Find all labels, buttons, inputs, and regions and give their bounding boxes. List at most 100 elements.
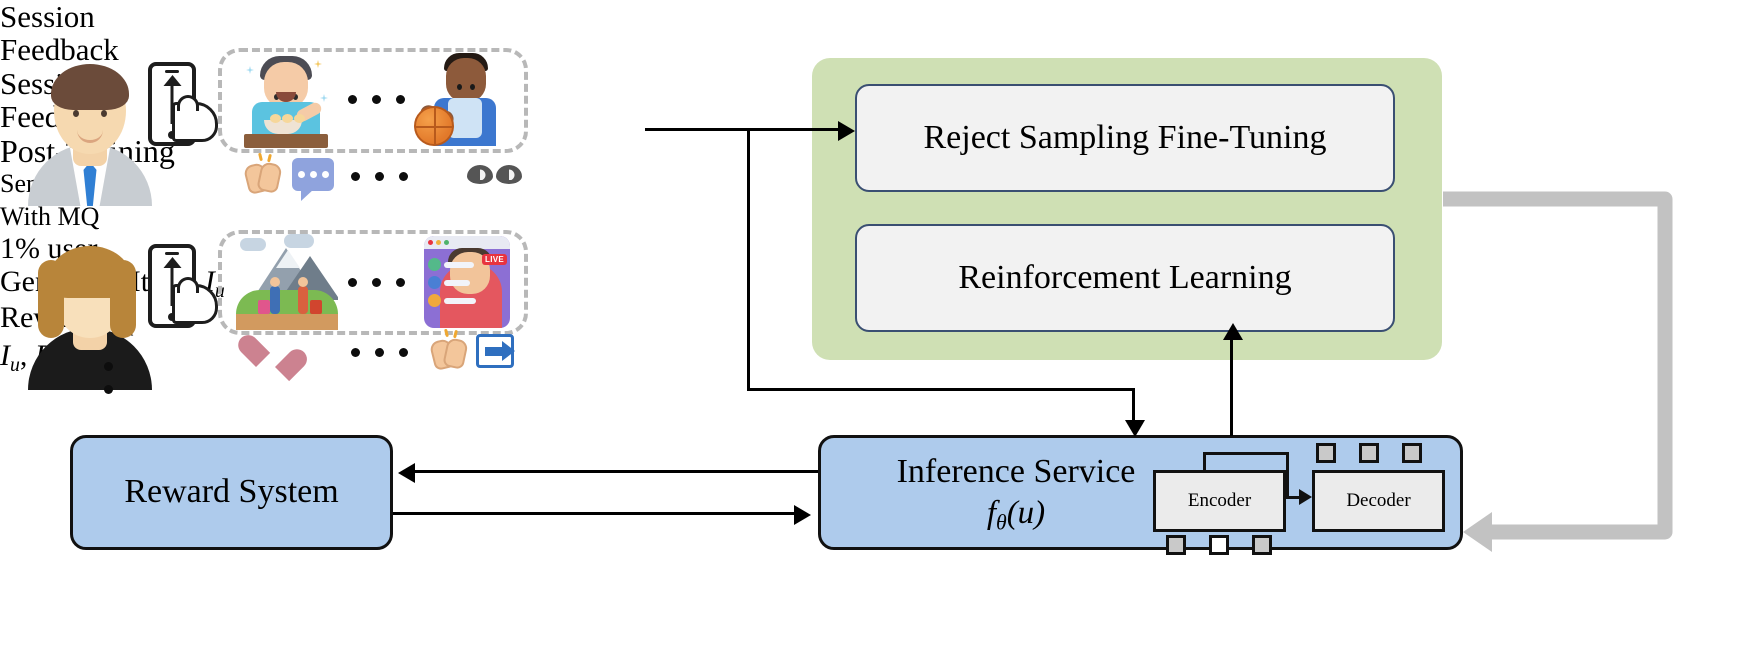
session-ellipsis-user1 xyxy=(348,95,405,104)
clap-icon xyxy=(428,328,469,372)
encoder-decoder-arrowhead xyxy=(1299,489,1312,505)
browser-bar xyxy=(424,236,510,249)
chat-line xyxy=(444,262,474,268)
viewer-avatar xyxy=(428,258,441,271)
send-theta-line2: With MQ xyxy=(0,201,100,231)
decoder-label: Decoder xyxy=(1346,489,1411,511)
reward-arrow xyxy=(794,505,811,525)
formula-theta: θ xyxy=(995,510,1007,535)
session-label-user1: Session xyxy=(0,0,95,34)
input-token-chip xyxy=(1166,535,1186,555)
cloud-icon xyxy=(240,238,266,251)
input-token-chip xyxy=(1252,535,1272,555)
items-symbol: I xyxy=(204,264,215,298)
views-eye-icon xyxy=(467,165,525,187)
formula-arg: (u) xyxy=(1006,495,1046,531)
sessions-to-training-arrow xyxy=(838,121,855,141)
session-ellipsis-user2 xyxy=(348,278,405,287)
feedback-ellipsis-user1 xyxy=(351,172,408,181)
inference-to-rl-arrow xyxy=(1223,323,1243,340)
avatar-eye-left xyxy=(73,110,79,117)
viewer-avatar xyxy=(428,276,441,289)
chef-eye-right xyxy=(293,94,298,100)
output-token-chip xyxy=(1359,443,1379,463)
reward-system-box[interactable]: Reward System xyxy=(70,435,393,550)
avatar-mouth xyxy=(77,128,103,143)
phone-tap-icon xyxy=(148,62,222,152)
comment-icon xyxy=(292,158,334,201)
luggage-icon xyxy=(310,300,322,314)
inference-service-box[interactable]: Inference Service fθ(u) Encoder Decoder xyxy=(818,435,1463,555)
chat-line xyxy=(444,280,470,286)
encoder-label: Encoder xyxy=(1187,489,1252,511)
hand-pointer-icon xyxy=(172,277,218,324)
input-token-chip xyxy=(1209,535,1229,555)
share-arrow-glyph xyxy=(485,341,515,361)
pair-comma: , xyxy=(19,338,35,372)
reward-system-label: Reward System xyxy=(124,473,339,511)
generated-items-arrow xyxy=(398,463,415,483)
avatar-hair-right xyxy=(110,260,136,338)
encoder-block: Encoder xyxy=(1153,470,1286,532)
inference-drop-arrow xyxy=(1125,420,1145,437)
phone-tap-icon xyxy=(148,244,222,334)
avatar-head xyxy=(38,246,136,338)
stage-reinforcement-learning[interactable]: Reinforcement Learning xyxy=(855,224,1395,332)
browser-dot xyxy=(436,240,441,245)
phone-speaker xyxy=(165,70,179,73)
hiking-travel-thumbnail xyxy=(236,234,338,330)
formula-f: f xyxy=(986,495,996,531)
share-icon xyxy=(476,334,515,368)
branch-down-line xyxy=(747,128,750,391)
food-item xyxy=(282,114,293,123)
cooking-video-thumbnail xyxy=(238,50,334,150)
food-item xyxy=(270,114,281,123)
output-token-chip xyxy=(1402,443,1422,463)
player-eye-right xyxy=(470,84,475,90)
hiker-figure xyxy=(270,277,280,314)
stage-label: Reinforcement Learning xyxy=(958,258,1292,296)
male-user-avatar xyxy=(28,58,152,206)
hiker-figure xyxy=(298,277,308,314)
food-bowl xyxy=(264,120,302,134)
feedback-ellipsis-user2 xyxy=(351,348,408,357)
encoder-decoder-connector-v1 xyxy=(1203,452,1206,472)
feedback-label-user1: Feedback xyxy=(0,32,119,68)
output-token-chip xyxy=(1316,443,1336,463)
pair-items-symbol: I xyxy=(0,338,10,372)
food-item xyxy=(294,114,305,123)
inference-service-formula: fθ(u) xyxy=(861,495,1171,535)
sessions-to-training-line xyxy=(645,128,847,131)
browser-dot xyxy=(444,240,449,245)
generated-items-line xyxy=(412,470,818,473)
avatar-eye-right xyxy=(101,110,107,117)
livestream-thumbnail: LIVE xyxy=(420,232,514,332)
luggage-icon xyxy=(258,300,270,314)
phone-speaker xyxy=(165,252,179,255)
stage-reject-sampling-fine-tuning[interactable]: Reject Sampling Fine-Tuning xyxy=(855,84,1395,192)
viewer-avatar xyxy=(428,294,441,307)
avatar-tie xyxy=(83,162,97,206)
cloud-icon xyxy=(284,234,314,248)
inference-drop-line xyxy=(1132,388,1135,426)
sparkle-icon xyxy=(320,94,328,102)
grass xyxy=(236,290,338,316)
basketball-video-thumbnail xyxy=(412,50,516,150)
hand-pointer-icon xyxy=(172,95,218,142)
mountain-snow xyxy=(276,250,300,268)
more-users-indicator xyxy=(104,362,113,394)
inference-to-rl-line xyxy=(1230,336,1233,436)
ground xyxy=(236,314,338,330)
chef-smile xyxy=(276,92,296,102)
session-container-user1 xyxy=(218,48,528,153)
avatar-hair xyxy=(51,64,129,110)
clap-icon xyxy=(242,152,283,196)
pair-items-subscript: u xyxy=(10,353,20,376)
decoder-block: Decoder xyxy=(1312,470,1445,532)
inference-service-label: Inference Service xyxy=(896,453,1136,490)
encoder-decoder-connector-h2 xyxy=(1286,496,1302,499)
avatar-hair-left xyxy=(38,260,64,338)
sparkle-icon xyxy=(246,66,254,74)
sparkle-icon xyxy=(314,60,322,68)
livestream-card: LIVE xyxy=(424,236,510,328)
